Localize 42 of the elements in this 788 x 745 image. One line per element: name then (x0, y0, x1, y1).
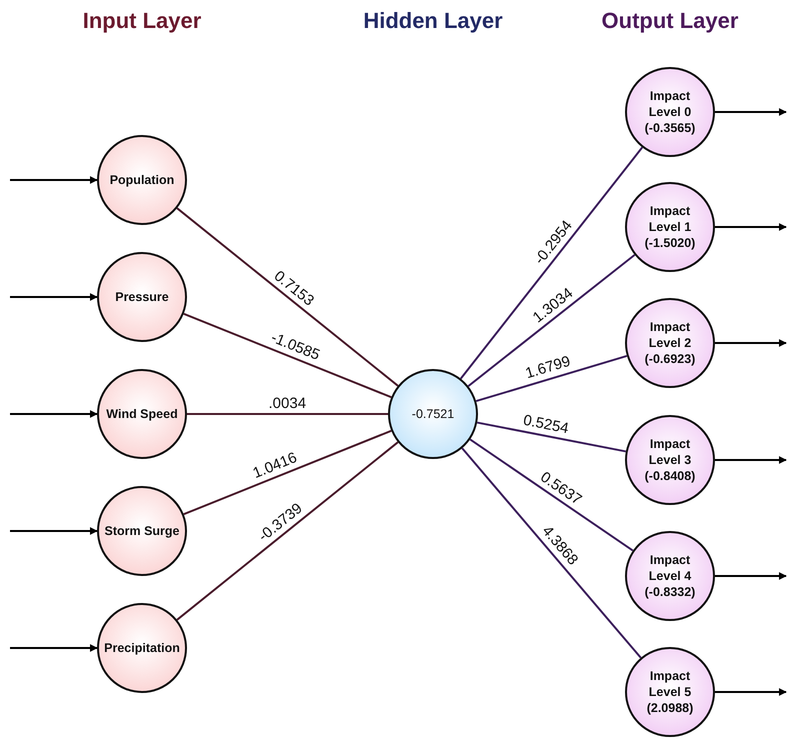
connector-line (461, 448, 642, 658)
edge-label: -1.0585 (268, 330, 322, 364)
arrow (715, 572, 787, 580)
arrow (10, 176, 98, 184)
connector-line (470, 438, 634, 552)
arrow (10, 644, 98, 652)
connector-line (183, 312, 392, 398)
arrow (10, 527, 98, 535)
connector-line (187, 413, 388, 415)
output-neuron-circle: Impact Level 5 (2.0988) (625, 647, 715, 737)
layer-heading: Input Layer (82, 8, 202, 34)
arrow (715, 108, 787, 116)
edge-label: .0034 (268, 394, 306, 412)
arrow (10, 410, 98, 418)
connector-line (476, 354, 628, 402)
connector-line (176, 207, 399, 387)
connector-line (460, 146, 643, 380)
input-neuron-circle: Pressure (97, 252, 187, 342)
layer-heading: Hidden Layer (363, 8, 503, 34)
input-neuron-circle: Wind Speed (97, 369, 187, 459)
edge-label: 0.5254 (522, 412, 570, 438)
connector-line (176, 441, 399, 621)
arrow (10, 293, 98, 301)
connector-line (468, 254, 636, 387)
output-neuron-circle: Impact Level 4 (-0.8332) (625, 531, 715, 621)
input-neuron-circle: Population (97, 135, 187, 225)
arrow (715, 223, 787, 231)
input-neuron-circle: Precipitation (97, 603, 187, 693)
output-neuron-circle: Impact Level 2 (-0.6923) (625, 298, 715, 388)
input-neuron-circle: Storm Surge (97, 486, 187, 576)
hidden-neuron-circle: -0.7521 (388, 369, 478, 459)
arrow (715, 339, 787, 347)
output-neuron-circle: Impact Level 1 (-1.5020) (625, 182, 715, 272)
connector-line (183, 430, 392, 516)
output-neuron-circle: Impact Level 0 (-0.3565) (625, 67, 715, 157)
output-neuron-circle: Impact Level 3 (-0.8408) (625, 415, 715, 505)
layer-heading: Output Layer (602, 8, 738, 34)
arrow (715, 456, 787, 464)
connector-line (476, 422, 626, 452)
arrow (715, 688, 787, 696)
edge-label: 1.0416 (250, 449, 300, 482)
edge-label: 1.6799 (524, 353, 573, 383)
